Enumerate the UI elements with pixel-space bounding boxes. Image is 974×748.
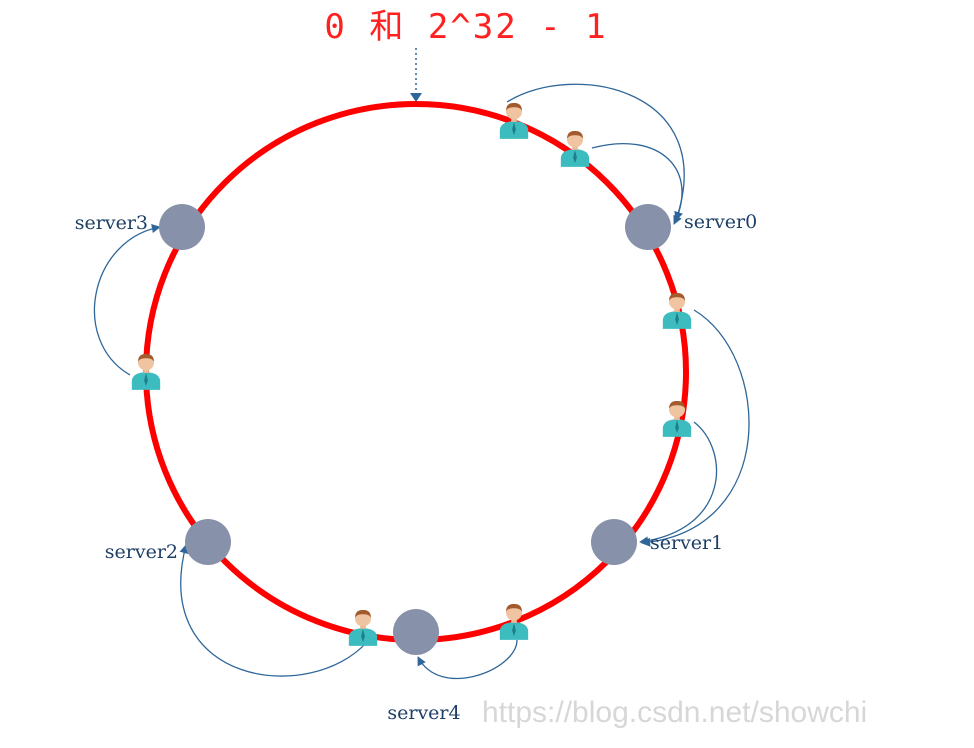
- server-nodes: [159, 204, 671, 655]
- watermark: https://blog.csdn.net/showchi: [482, 696, 867, 729]
- person-icon: [662, 292, 692, 329]
- person-icon: [131, 353, 161, 390]
- ring-origin-label: 0 和 2^32 - 1: [324, 7, 607, 47]
- person-icon: [499, 603, 529, 640]
- person-icon: [348, 609, 378, 646]
- arrow-client-2-to-server0: [591, 143, 683, 225]
- arrow-client-3-to-server1: [641, 309, 750, 547]
- arrow-client-5-to-server4: [417, 639, 518, 680]
- server0-node: [625, 204, 671, 250]
- server3-label: server3: [75, 212, 148, 234]
- server0-label: server0: [684, 211, 757, 233]
- server-labels: server0 server1 server2 server3 server4: [75, 211, 757, 724]
- server1-label: server1: [650, 532, 723, 554]
- server2-label: server2: [105, 541, 178, 563]
- server4-label: server4: [387, 702, 460, 724]
- origin-pointer-arrowhead: [410, 93, 422, 102]
- server1-node: [591, 519, 637, 565]
- arrow-client-6-to-server2: [179, 544, 368, 677]
- arrow-client-7-to-server3: [94, 224, 161, 376]
- mapping-arrows: [94, 83, 750, 680]
- arrow-client-4-to-server1: [639, 421, 718, 546]
- server3-node: [159, 204, 205, 250]
- server2-node: [185, 519, 231, 565]
- person-icon: [662, 400, 692, 437]
- arrow-client-1-to-server0: [506, 83, 685, 221]
- server4-node: [393, 609, 439, 655]
